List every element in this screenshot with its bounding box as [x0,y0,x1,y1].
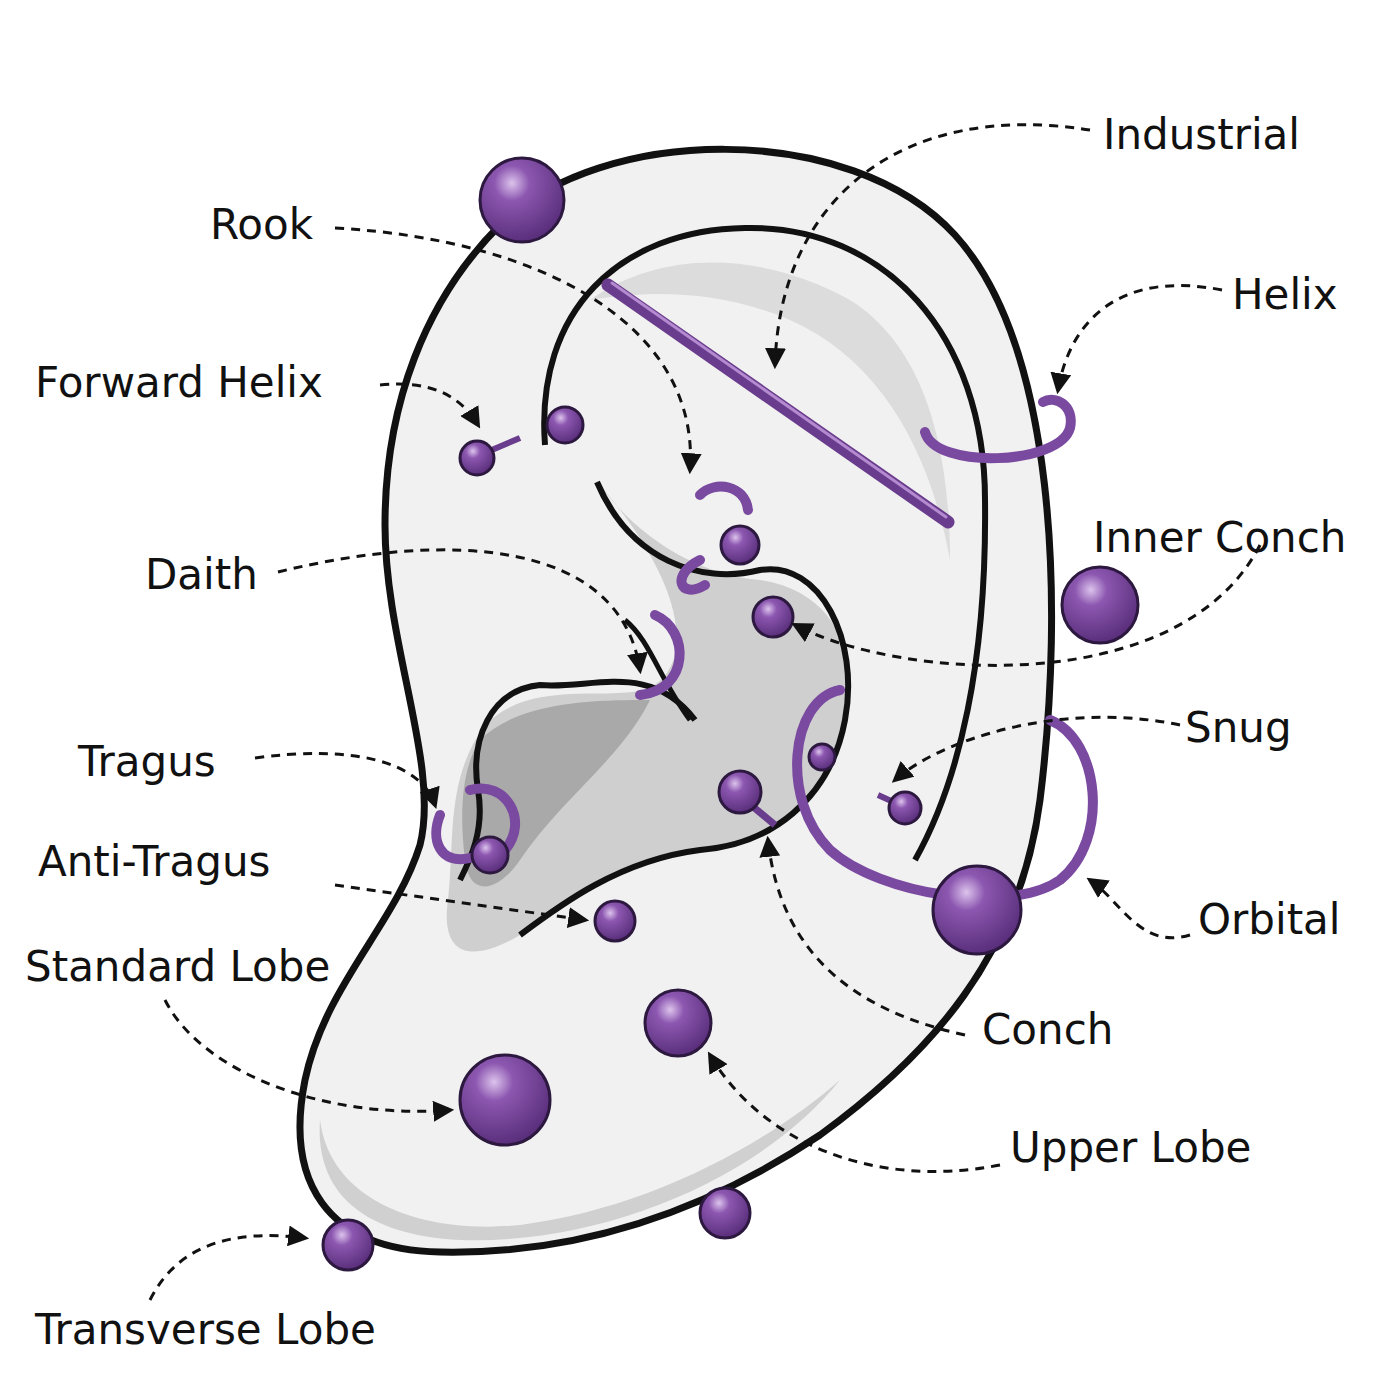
inner-conch-ball [753,597,793,637]
scapha-shade [590,263,950,561]
forward-helix-ball [460,441,494,475]
transverse-lobe-ball [323,1220,373,1270]
leader-line [895,717,1180,780]
inner-conch-back-ball [1062,567,1138,643]
leader-line [255,753,435,805]
snug-ball [889,792,921,824]
orbital-inner-ball [809,744,835,770]
part-label: Industrial [1103,114,1300,156]
leader-line [335,228,690,470]
conch-ball [719,771,761,813]
upper-lobe-ball [645,990,711,1056]
antihelix-line [520,482,848,935]
leader-line [380,384,478,425]
part-label: Inner Conch [1093,517,1346,559]
leader-line [710,1055,1000,1171]
transverse-lobe-ball [700,1188,750,1238]
forward-helix-ball [547,407,583,443]
part-label: Snug [1185,707,1292,749]
part-label: Daith [145,554,258,596]
leader-line [768,840,965,1035]
leader-line [165,1000,450,1111]
part-label: Transverse Lobe [35,1309,376,1351]
part-label: Tragus [78,741,216,783]
helix-top-ball [480,158,564,242]
part-label: Standard Lobe [25,946,330,988]
industrial-bar [608,285,948,522]
leader-line [1090,880,1190,938]
part-label: Upper Lobe [1010,1127,1251,1169]
ear-outline [300,149,1052,1252]
part-label: Rook [210,204,313,246]
leader-lines [150,125,1260,1300]
leader-line [795,545,1260,665]
rook-ball [721,526,759,564]
tragus-ball [472,837,508,873]
standard-lobe-ball [460,1055,550,1145]
leader-line [1058,286,1222,390]
leader-line [775,125,1090,365]
part-label: Helix [1232,274,1338,316]
helix-ring [925,400,1071,458]
part-label: Orbital [1198,899,1341,941]
daith-ring [640,615,680,695]
orbital-ball [933,866,1021,954]
tragus-line [460,682,695,880]
leader-line [335,885,585,920]
anti-tragus-ball [595,901,635,941]
part-label: Conch [982,1009,1113,1051]
lobe-shadow [320,1080,840,1240]
leader-line [150,1236,305,1300]
leader-line [278,550,640,670]
jewelry [323,158,1138,1270]
part-label: Anti-Tragus [38,841,270,883]
part-label: Forward Helix [35,362,323,404]
